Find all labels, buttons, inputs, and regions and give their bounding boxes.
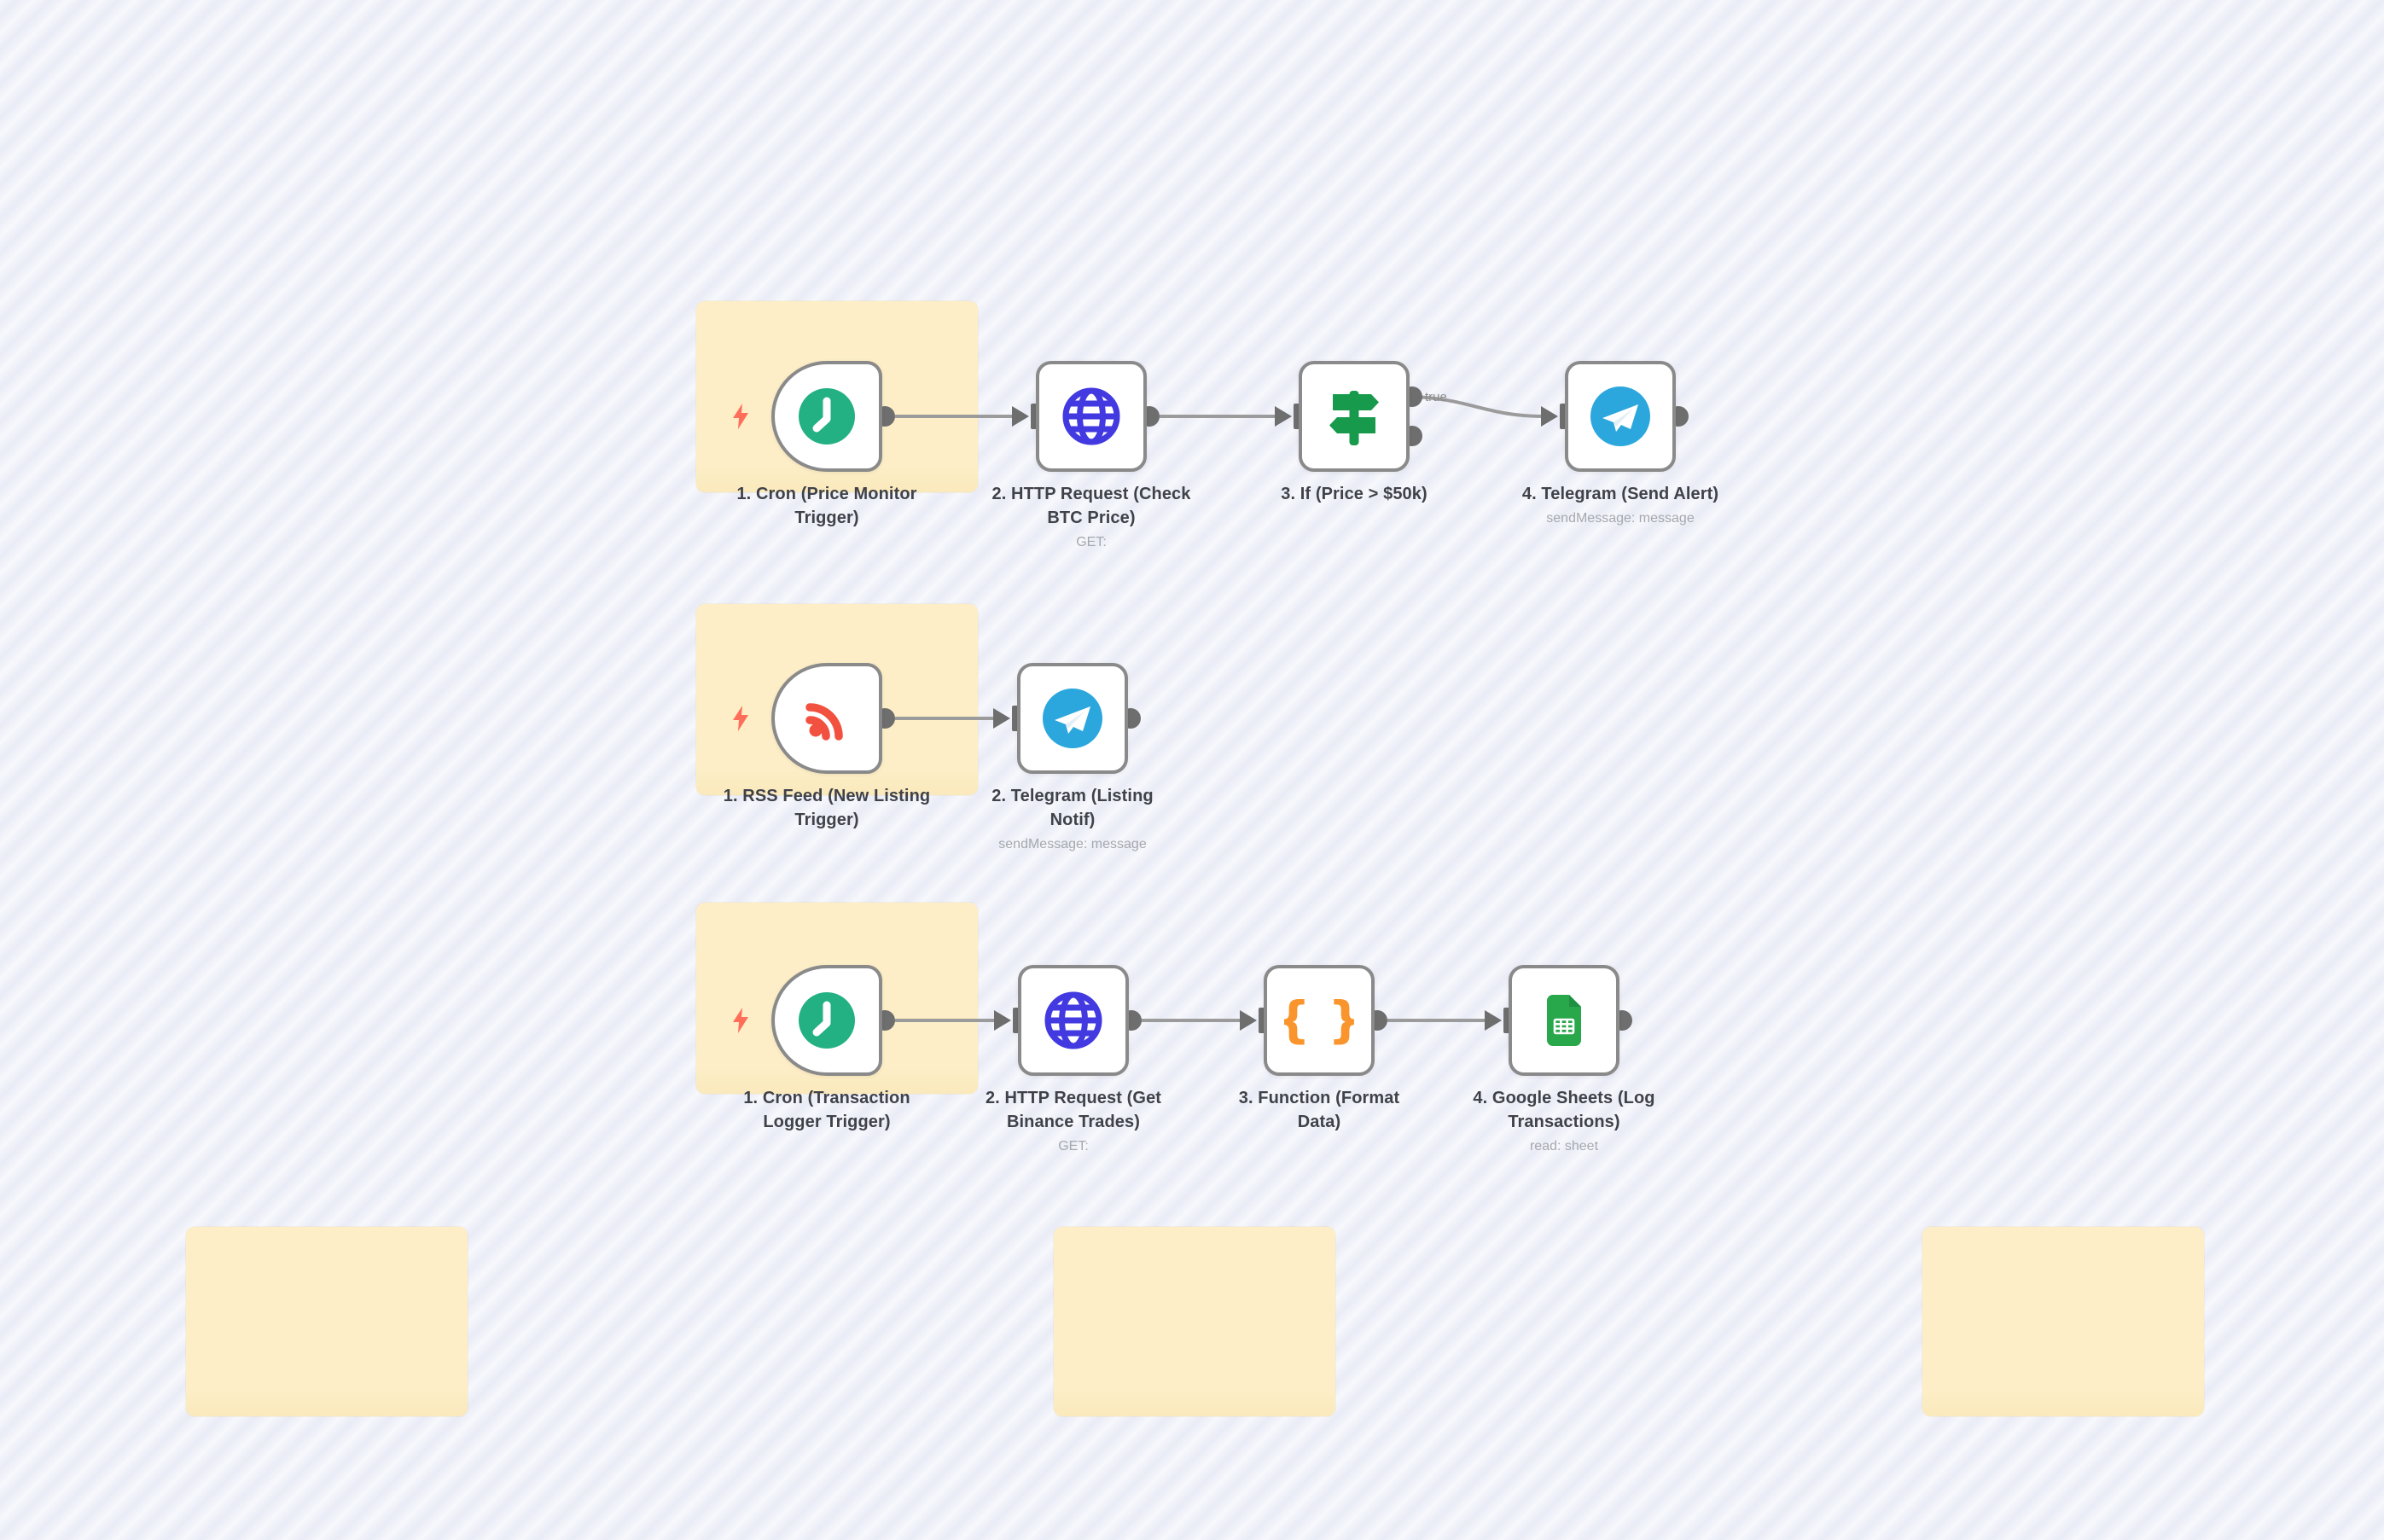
node-subtitle-tg-listing: sendMessage: message bbox=[998, 837, 1147, 851]
input-connector[interactable] bbox=[1012, 406, 1029, 427]
node-subtitle-http-binance: GET: bbox=[1058, 1139, 1089, 1154]
node-subtitle-sheets-log: read: sheet bbox=[1529, 1139, 1599, 1154]
node-sheets-log[interactable] bbox=[1509, 965, 1619, 1076]
node-label-tg-alert: 4. Telegram (Send Alert) bbox=[1521, 485, 1719, 503]
node-fn-format[interactable]: { } bbox=[1264, 965, 1375, 1076]
node-subtitle-http-btc: GET: bbox=[1076, 535, 1107, 549]
node-label-http-btc: 2. HTTP Request (Check BTC Price) bbox=[991, 485, 1191, 527]
node-cron-price[interactable] bbox=[771, 361, 882, 472]
input-connector[interactable] bbox=[1541, 406, 1558, 427]
trigger-bolt-icon bbox=[733, 706, 748, 731]
signpost-icon bbox=[1329, 391, 1379, 445]
trigger-bolt-icon bbox=[733, 1008, 748, 1033]
sticky-note-empty-2[interactable] bbox=[1054, 1227, 1335, 1416]
node-label-if-price: 3. If (Price > $50k) bbox=[1281, 485, 1427, 503]
input-connector[interactable] bbox=[1485, 1010, 1502, 1031]
node-http-btc[interactable] bbox=[1036, 361, 1147, 472]
sticky-note-empty-1[interactable] bbox=[186, 1227, 468, 1416]
node-tg-listing[interactable] bbox=[1017, 663, 1128, 774]
clock-icon bbox=[799, 388, 855, 445]
input-connector[interactable] bbox=[994, 1010, 1011, 1031]
node-label-cron-price: 1. Cron (Price Monitor Trigger) bbox=[736, 485, 917, 527]
node-cron-tx[interactable] bbox=[771, 965, 882, 1076]
trigger-bolt-icon bbox=[733, 404, 748, 429]
telegram-icon bbox=[1590, 386, 1650, 446]
svg-text:{ }: { } bbox=[1284, 991, 1354, 1049]
node-tg-alert[interactable] bbox=[1565, 361, 1676, 472]
node-rss-listing[interactable] bbox=[771, 663, 882, 774]
rss-icon bbox=[805, 703, 843, 741]
node-subtitle-tg-alert: sendMessage: message bbox=[1546, 511, 1695, 526]
input-connector[interactable] bbox=[1275, 406, 1292, 427]
node-http-binance[interactable] bbox=[1018, 965, 1129, 1076]
node-label-sheets-log: 4. Google Sheets (Log Transactions) bbox=[1473, 1089, 1655, 1131]
node-label-fn-format: 3. Function (Format Data) bbox=[1238, 1089, 1400, 1131]
sticky-note-empty-3[interactable] bbox=[1922, 1227, 2204, 1416]
input-connector[interactable] bbox=[993, 708, 1010, 729]
clock-icon bbox=[799, 992, 855, 1049]
node-if-price[interactable] bbox=[1299, 361, 1410, 472]
braces-icon: { } bbox=[1284, 991, 1354, 1049]
node-label-http-binance: 2. HTTP Request (Get Binance Trades) bbox=[985, 1089, 1162, 1131]
connection-wire[interactable] bbox=[1411, 395, 1545, 418]
node-label-tg-listing: 2. Telegram (Listing Notif) bbox=[991, 787, 1154, 829]
input-connector[interactable] bbox=[1240, 1010, 1257, 1031]
node-label-rss-listing: 1. RSS Feed (New Listing Trigger) bbox=[723, 787, 931, 829]
globe-icon bbox=[1044, 991, 1102, 1049]
sheets-icon bbox=[1547, 995, 1581, 1046]
globe-icon bbox=[1062, 387, 1120, 445]
wire-label-true: true bbox=[1425, 390, 1447, 404]
telegram-icon bbox=[1043, 689, 1102, 748]
node-label-cron-tx: 1. Cron (Transaction Logger Trigger) bbox=[743, 1089, 910, 1131]
